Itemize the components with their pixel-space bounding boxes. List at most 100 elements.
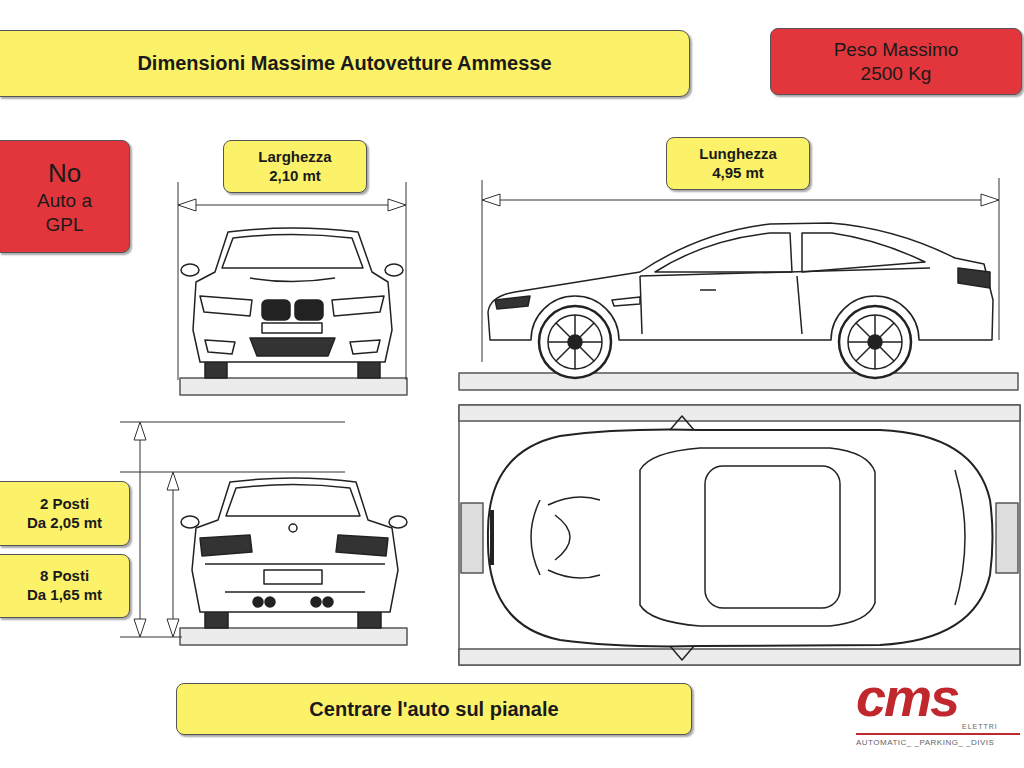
rear-view-car-part [336,535,388,556]
front-view-car-part [222,235,363,269]
box-heading: 8 Posti [40,567,89,586]
side-view-car [459,223,1018,390]
top-view-pallet-part [459,405,1020,421]
height-dimension-part [134,422,146,440]
length-dimension-part [999,178,1000,340]
top-view-pallet-part [996,503,1018,573]
front-view-car-part [205,340,235,354]
front-view-car-part [250,278,335,282]
front-view-car-part [332,296,384,316]
top-view-car-part [640,448,875,626]
front-view-car-part [295,300,323,320]
height-box: 8 PostiDa 1,65 mt [0,554,130,618]
top-view-pallet-part [459,405,1020,665]
rear-view-car-part [265,597,275,607]
front-view-car-part [180,378,407,395]
side-view-car-part [539,306,611,378]
height-dimension-part [134,619,146,637]
front-view-car-part [262,323,322,333]
rear-view-car-part [389,516,407,528]
rear-view-car-part [200,535,252,556]
rear-view-car-part [226,485,360,517]
top-view-pallet-part [459,649,1020,665]
rear-view-car-part [180,628,407,645]
width-dimension-part [180,205,404,206]
front-view-car-part [385,264,403,276]
width-dimension-part [178,182,179,380]
side-view-car-part [459,373,1018,390]
box-heading: 2 Posti [40,495,89,514]
top-view-car-part [490,510,494,565]
top-view-car-part [670,416,694,660]
box-value: Auto a GPL [25,189,105,237]
height-dimension [120,422,345,637]
box-value: 4,95 mt [712,164,764,183]
rear-view-car-part [323,597,333,607]
rear-view-car-part [289,524,297,532]
width-dimension [178,182,406,380]
top-view-car [488,416,993,660]
box-heading: No [48,157,81,190]
rear-view-car-part [192,478,398,612]
box-value: Da 1,65 mt [27,586,102,605]
length-dimension-part [482,180,483,362]
height-dimension-part [173,474,174,635]
height-box: 2 PostiDa 2,05 mt [0,481,130,546]
top-view-car-part [555,515,570,560]
box-value: Da 2,05 mt [27,514,102,533]
front-view-car-part [200,296,252,316]
side-view-car-part [548,315,602,369]
width-dimension-part [388,199,406,211]
side-view-car-part [848,315,902,369]
length-dimension-part [981,194,999,206]
side-view-car-part [700,289,716,291]
weight-warning-box: Peso Massimo2500 Kg [770,28,1022,95]
logo-subtext: ELETTRI [962,723,998,730]
side-view-car-part [655,233,792,272]
front-view-car-part [350,340,380,354]
box-heading: Peso Massimo [834,38,959,62]
caption-banner: Centrare l'auto sul pianale [176,683,692,735]
top-view-car-part [548,497,600,578]
height-dimension-part [120,422,345,423]
side-view-car-part [548,315,602,369]
caption-text: Centrare l'auto sul pianale [309,697,558,722]
width-dimension-part [178,199,196,211]
height-dimension-part [140,424,141,635]
length-dimension-part [484,200,997,201]
box-heading: Larghezza [258,148,331,167]
rear-view-car [180,478,407,645]
side-view-car-part [495,296,530,309]
rear-view-car-part [311,597,321,607]
lpg-warning-box: NoAuto a GPL [0,140,130,253]
length-dimension [482,178,999,362]
front-view-car-part [262,300,290,320]
logo-mark [856,733,1020,735]
rear-view-car-part [253,597,263,607]
front-view-car [180,228,407,395]
top-view-car-part [488,430,993,647]
box-heading: Lunghezza [699,145,777,164]
height-dimension-part [120,472,345,473]
height-dimension-part [167,472,179,490]
logo-tagline: AUTOMATIC_ _PARKING_ _DIVIS [856,739,994,747]
title-banner: Dimensioni Massime Autovetture Ammesse [0,30,690,97]
length-box: Lunghezza4,95 mt [666,137,810,190]
front-view-car-part [181,264,199,276]
side-view-car-part [839,306,911,378]
front-view-car-part [250,338,335,356]
logo-text: cms [856,670,958,724]
title-text: Dimensioni Massime Autovetture Ammesse [137,51,551,76]
logo-mark-part [856,733,1020,735]
rear-view-car-part [264,570,322,584]
width-box: Larghezza2,10 mt [223,140,367,193]
top-view-car-part [955,470,965,605]
top-view-pallet-part [461,503,483,573]
side-view-car-part [848,315,902,369]
height-dimension-part [167,619,179,637]
top-view-pallet [459,405,1020,665]
box-value: 2,10 mt [269,167,321,186]
